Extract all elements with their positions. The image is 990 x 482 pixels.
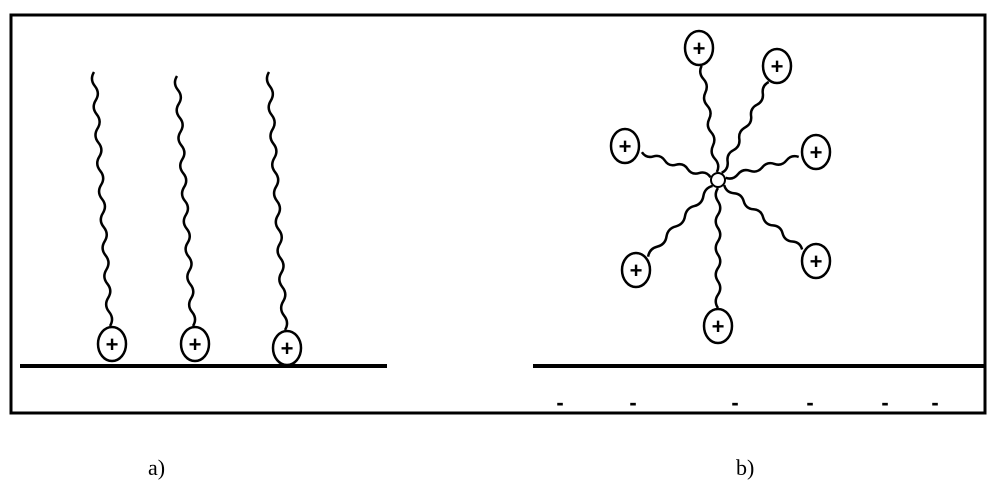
panel-b-micelle: + + + + + + + [609, 29, 832, 345]
head-group-circle [609, 127, 641, 165]
surface-charge: - [806, 390, 813, 415]
head-group-circle [800, 133, 832, 171]
head-group: + [683, 29, 715, 67]
surfactant-molecule: + [265, 71, 303, 367]
head-group: + [761, 47, 793, 85]
head-group-circle [271, 329, 303, 367]
head-group-charge: + [106, 332, 119, 357]
hydrophobic-tail [714, 187, 722, 309]
head-group: + [609, 127, 641, 165]
surface-charge: - [629, 390, 636, 415]
head-group: + [800, 242, 832, 280]
head-group: + [179, 325, 211, 363]
head-group-circle [683, 29, 715, 67]
hydrophobic-tail [640, 151, 712, 179]
micelle-arm: + [683, 29, 720, 173]
surfactant-molecule: + [90, 71, 128, 363]
head-group-circle [761, 47, 793, 85]
hydrophobic-tail [721, 80, 770, 175]
head-group-circle [179, 325, 211, 363]
surfactant-molecule: + [173, 75, 211, 363]
panel-b-surface-charges: ------ [556, 390, 938, 415]
head-group: + [620, 251, 652, 289]
micelle-core [710, 172, 726, 188]
hydrophobic-tail [725, 154, 800, 180]
head-group-charge: + [619, 134, 632, 159]
head-group-charge: + [281, 336, 294, 361]
head-group-circle [800, 242, 832, 280]
hydrophobic-tail [722, 184, 804, 250]
head-group-charge: + [810, 249, 823, 274]
head-group-charge: + [189, 332, 202, 357]
hydrophobic-tail [90, 71, 114, 327]
micelle-arm: + [721, 47, 793, 175]
head-group-charge: + [810, 140, 823, 165]
surface-charge: - [881, 390, 888, 415]
micelle-arm: + [722, 184, 832, 280]
hydrophobic-tail [646, 184, 713, 257]
panel-b: + + + + + + + - - - - - - b) [533, 29, 985, 480]
micelle-arm: + [620, 184, 713, 289]
head-group-charge: + [712, 314, 725, 339]
panel-b-label: b) [736, 455, 754, 480]
micelle-arm: + [725, 133, 832, 180]
surface-charge: - [556, 390, 563, 415]
hydrophobic-tail [173, 75, 197, 327]
head-group-circle [702, 307, 734, 345]
head-group-charge: + [771, 54, 784, 79]
head-group-charge: + [693, 36, 706, 61]
surface-charge: - [931, 390, 938, 415]
micelle-arm: + [609, 127, 712, 179]
head-group: + [800, 133, 832, 171]
head-group-circle [620, 251, 652, 289]
hydrophobic-tail [265, 71, 289, 331]
hydrophobic-tail [698, 65, 720, 173]
surface-charge: - [731, 390, 738, 415]
head-group: + [271, 329, 303, 367]
panel-a-molecules: + + + [90, 71, 303, 367]
panel-a: + + + a) [20, 71, 387, 480]
head-group: + [702, 307, 734, 345]
panel-a-label: a) [148, 455, 165, 480]
head-group-charge: + [630, 258, 643, 283]
head-group: + [96, 325, 128, 363]
figure-frame [9, 13, 987, 415]
micelle-arm: + [702, 187, 734, 345]
head-group-circle [96, 325, 128, 363]
